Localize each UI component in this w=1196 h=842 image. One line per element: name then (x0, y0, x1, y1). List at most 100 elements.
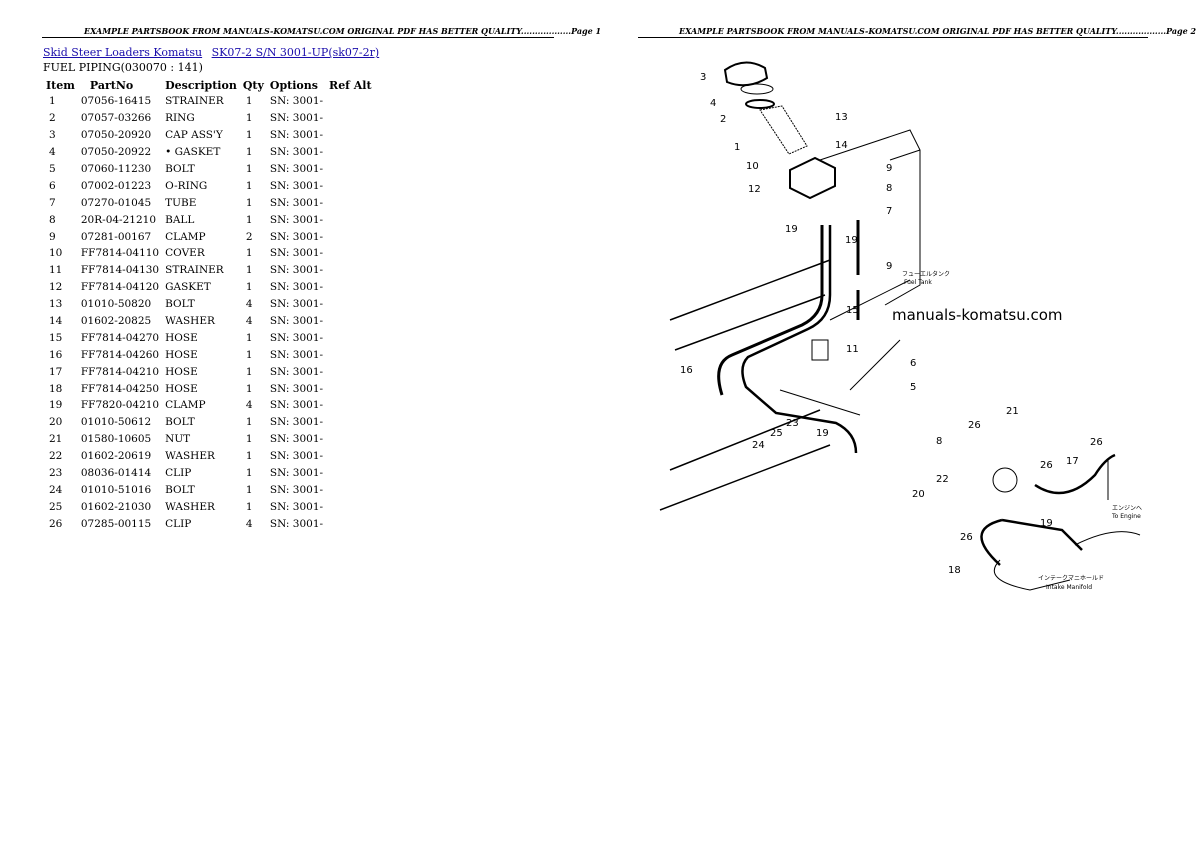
hose-17 (1034, 453, 1116, 495)
cell-refalt (326, 110, 375, 127)
cell-refalt (326, 211, 375, 228)
callout-19b: 19 (845, 235, 858, 246)
cell-partno: 07060-11230 (80, 163, 152, 175)
cell-description: HOSE (165, 365, 198, 378)
col-partno: PartNo (89, 78, 134, 92)
cell-qty: 1 (245, 196, 253, 209)
cell-refalt (326, 380, 375, 397)
cell-description: O-RING (165, 179, 208, 192)
callout-14: 14 (835, 140, 848, 151)
cell-refalt (326, 346, 375, 363)
callout-24: 24 (752, 440, 765, 451)
col-refalt: Ref Alt (329, 78, 372, 92)
cell-item: 25 (49, 500, 63, 513)
cell-item: 22 (49, 450, 63, 463)
cell-item: 19 (49, 399, 63, 412)
cell-description: CLAMP (165, 230, 206, 243)
cell-qty: 2 (245, 230, 253, 243)
cell-options: SN: 3001- (269, 298, 324, 311)
cell-item: 15 (49, 331, 63, 344)
tank-outline-right (779, 339, 901, 416)
cell-options: SN: 3001- (269, 146, 324, 159)
cell-item: 2 (49, 112, 56, 125)
callout-5: 5 (910, 382, 916, 393)
breadcrumb-link-model[interactable]: Skid Steer Loaders Komatsu (43, 46, 203, 59)
cell-options: SN: 3001- (269, 129, 324, 142)
cell-options: SN: 3001- (269, 500, 324, 513)
cell-item: 5 (49, 163, 56, 175)
cell-item: 23 (49, 467, 63, 480)
gasket-part (740, 83, 774, 95)
cell-partno: FF7814-04260 (80, 348, 160, 361)
col-options: Options (269, 78, 318, 92)
cell-description: CAP ASS'Y (165, 129, 223, 142)
cell-description: BOLT (165, 163, 195, 175)
cell-description: WASHER (165, 450, 215, 463)
cell-description: COVER (165, 247, 205, 260)
callout-26a: 26 (968, 420, 981, 431)
fuel-piping-diagram: 3 4 2 1 13 14 10 12 9 8 7 19 19 9 フューエルタ… (659, 61, 1142, 591)
cell-partno: 01602-21030 (80, 500, 152, 513)
cell-qty: 1 (245, 500, 253, 513)
cell-refalt (326, 329, 375, 346)
cell-options: SN: 3001- (269, 315, 324, 328)
cell-description: CLIP (165, 517, 192, 530)
page2-header-rule (638, 37, 1148, 38)
callout-15: 15 (846, 305, 859, 316)
cell-qty: 1 (245, 348, 253, 361)
cell-refalt (326, 448, 375, 465)
cell-description: STRAINER (165, 95, 224, 108)
callout-7: 7 (886, 206, 892, 217)
cell-refalt (326, 177, 375, 194)
cell-description: BOLT (165, 483, 195, 496)
cell-qty: 4 (245, 315, 253, 328)
cell-options: SN: 3001- (269, 112, 324, 125)
col-description: Description (165, 78, 237, 92)
cell-item: 16 (49, 348, 63, 361)
callout-2: 2 (720, 114, 726, 125)
callout-25: 25 (770, 428, 783, 439)
bracket-detail (992, 467, 1018, 493)
cell-partno: 01580-10605 (80, 433, 152, 446)
cell-refalt (326, 127, 375, 144)
cell-qty: 1 (245, 247, 253, 260)
cell-item: 9 (49, 230, 56, 243)
strainer-part (759, 105, 808, 155)
callout-9b: 9 (886, 261, 892, 272)
cell-qty: 1 (245, 129, 253, 142)
cell-qty: 4 (245, 399, 253, 412)
callout-10: 10 (746, 161, 759, 172)
cell-item: 4 (49, 146, 56, 159)
cell-partno: FF7820-04210 (80, 399, 160, 412)
cell-qty: 4 (245, 298, 253, 311)
cell-partno: 07285-00115 (80, 517, 152, 530)
cell-partno: FF7814-04130 (80, 264, 160, 277)
col-item: Item (46, 78, 75, 92)
cell-qty: 1 (245, 382, 253, 395)
cell-description: BALL (165, 213, 195, 226)
cell-partno: FF7814-04120 (80, 281, 160, 294)
cell-item: 17 (49, 365, 63, 378)
cell-description: WASHER (165, 315, 215, 328)
callout-19a: 19 (785, 224, 798, 235)
callout-20: 20 (912, 489, 925, 500)
page1-header-rule (42, 37, 554, 38)
col-qty: Qty (242, 78, 264, 92)
breadcrumb-link-serial[interactable]: SK07-2 S/N 3001-UP(sk07-2r) (211, 46, 380, 59)
cell-partno: 20R-04-21210 (80, 213, 157, 226)
cell-refalt (326, 144, 375, 161)
callout-4: 4 (710, 98, 716, 109)
cell-qty: 1 (245, 179, 253, 192)
cell-options: SN: 3001- (269, 196, 324, 209)
callout-26d: 26 (960, 532, 973, 543)
cell-description: HOSE (165, 348, 198, 361)
tank-frame (659, 259, 831, 511)
cell-refalt (326, 245, 375, 262)
callout-23: 23 (786, 418, 799, 429)
cell-item: 7 (49, 196, 56, 209)
